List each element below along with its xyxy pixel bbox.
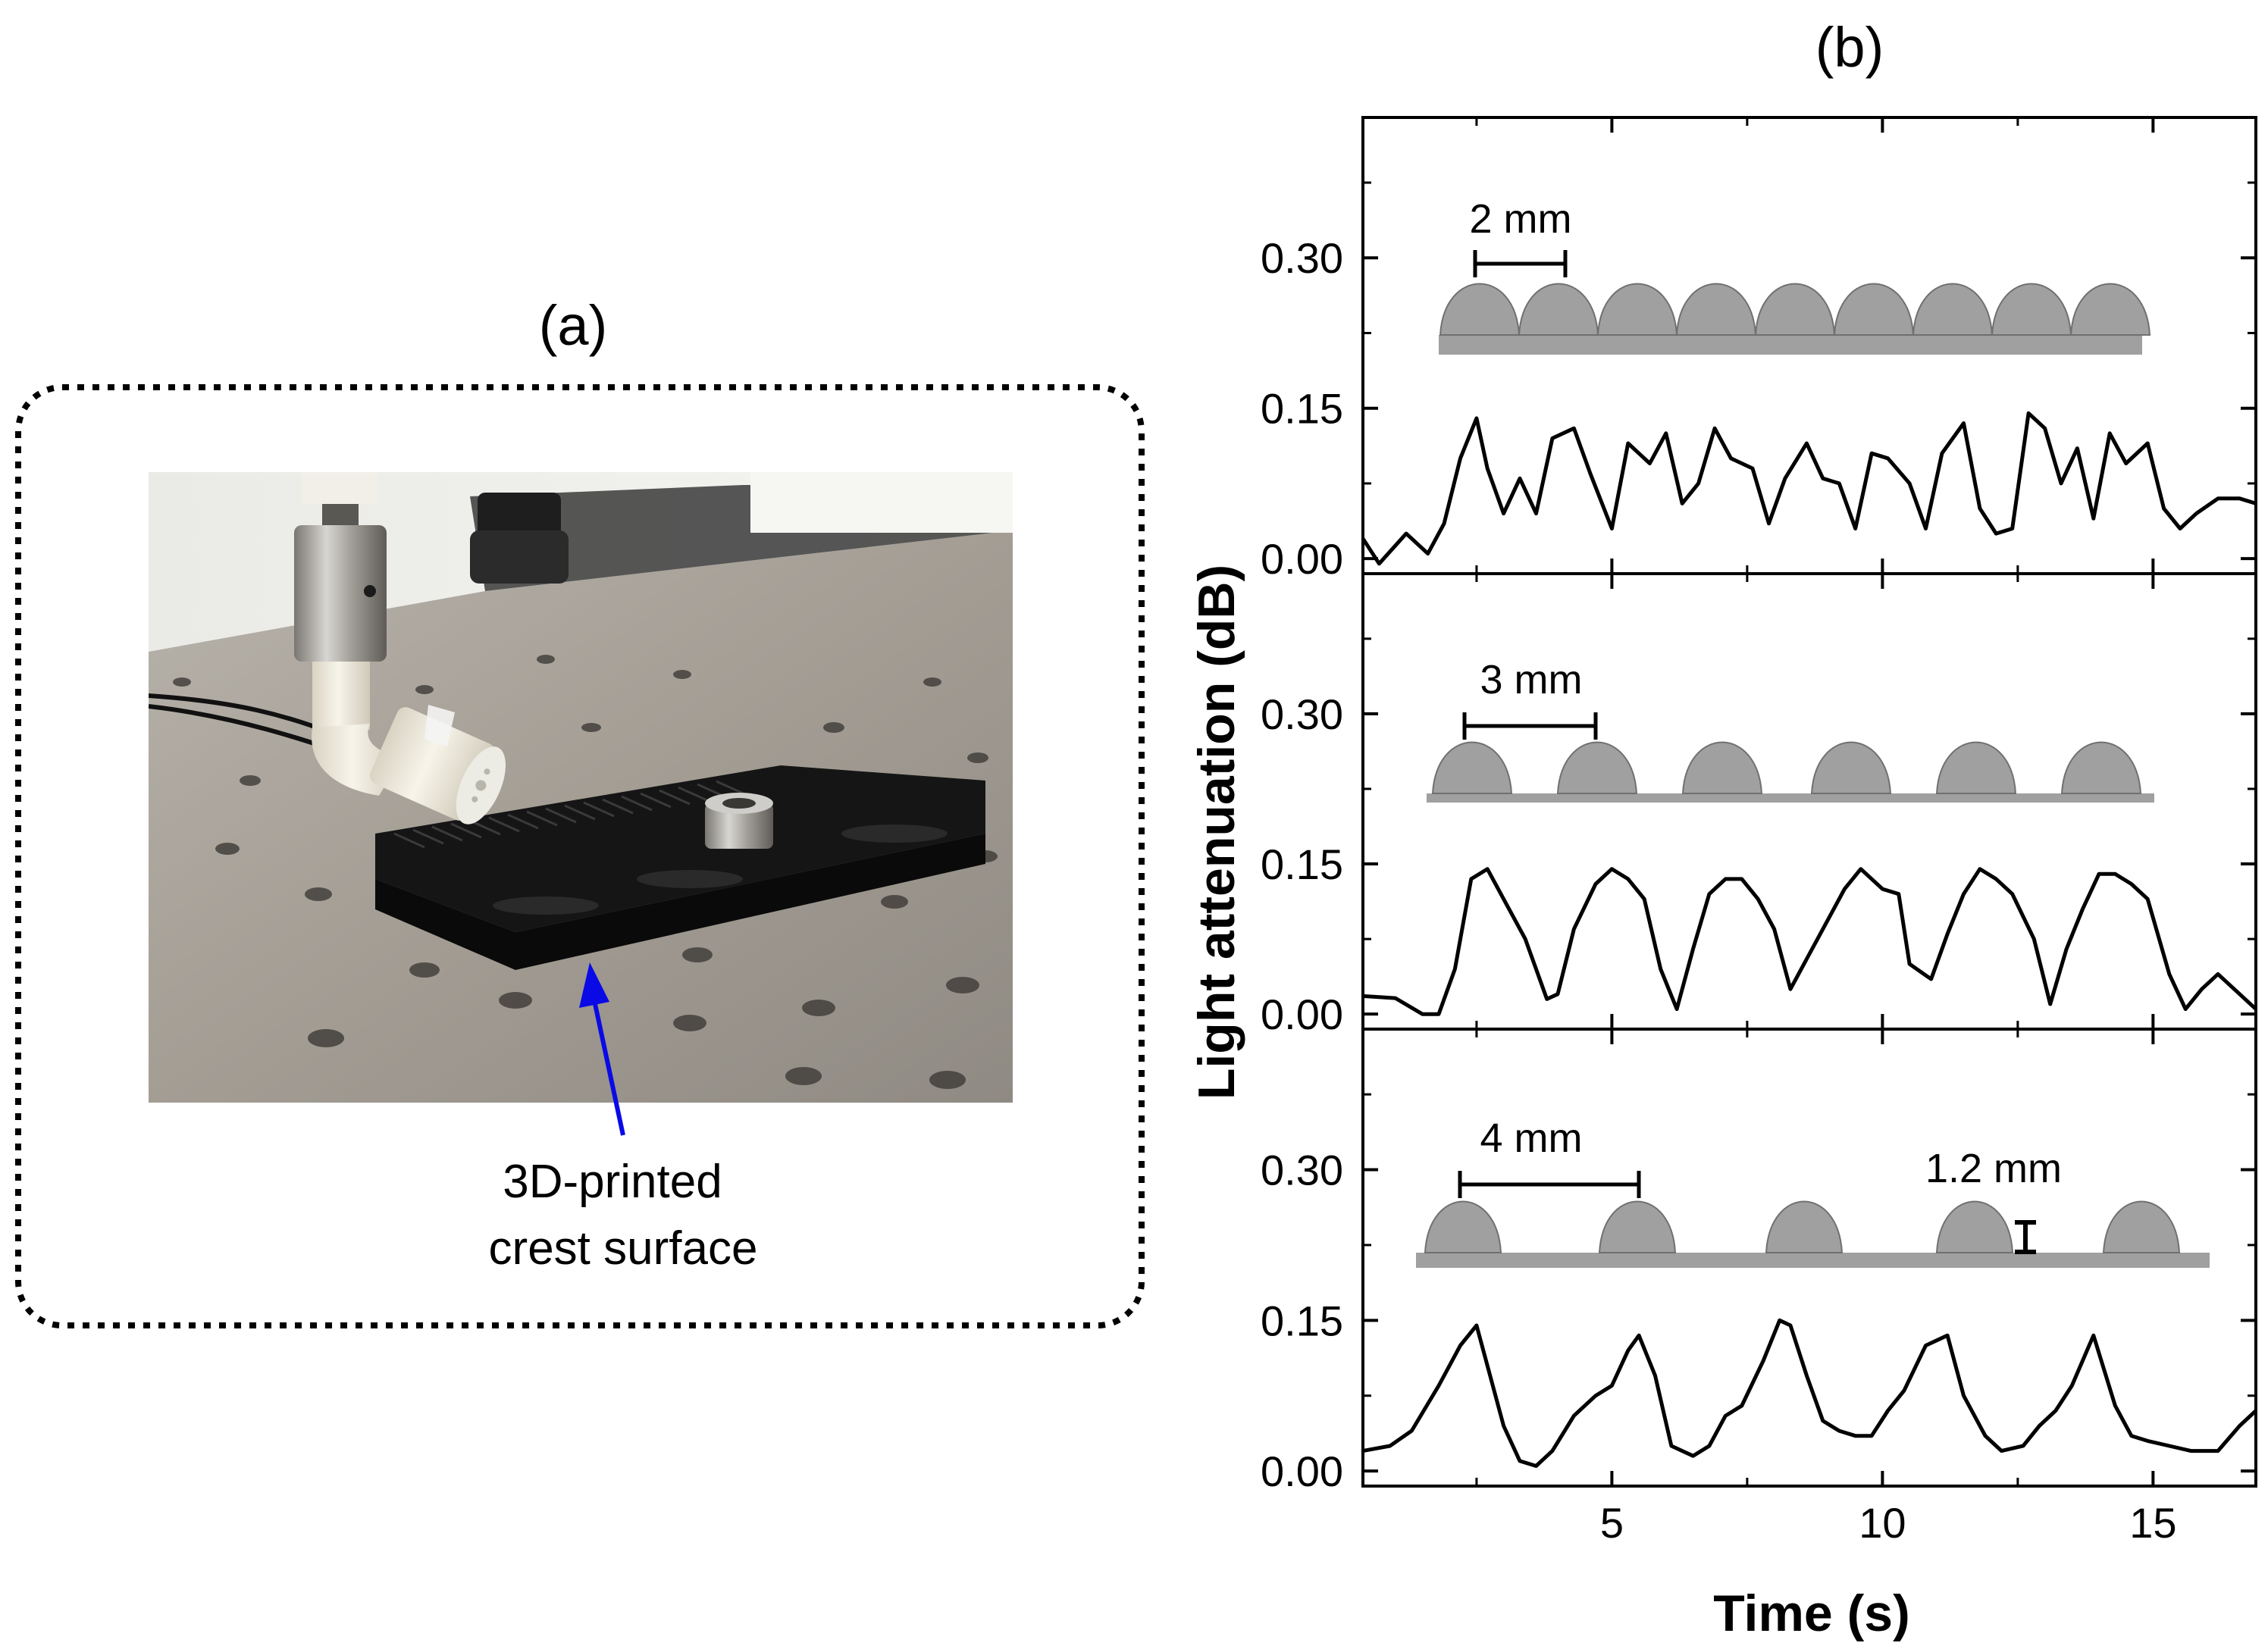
series-line [1362,867,2257,1016]
plot-area: 0.00 0.15 0.30 0.00 0.15 0.30 0.00 0.15 0.30 5 10 1… [1261,116,2257,1547]
panel-a-label: (a) [539,294,607,357]
crest-bump [1833,283,1915,336]
profile-2mm: 2 mm [1439,196,2151,355]
series-line [1361,411,2257,566]
annotation-label: 3 mm [1480,657,1583,702]
caption-line1: 3D-printed [503,1156,722,1208]
crest-bump [1991,283,2072,336]
x-tick-label: 5 [1600,1499,1624,1547]
subplot-frame [1361,116,2257,575]
crest-ridges [393,780,747,849]
subplot-1: 0.00 0.15 0.30 [1261,116,2257,583]
crest-bump [1935,741,2017,794]
crest-bump [2069,283,2151,336]
crest-bump [1424,1200,1502,1253]
x-tick-label: 15 [2129,1499,2176,1547]
photo-3d-printed-setup [149,472,1013,1103]
crest-bump [2060,741,2142,794]
profile-3mm: 3 mm [1427,657,2154,803]
subplot-3: 0.00 0.15 0.30 5 10 15 [1261,1028,2257,1547]
panel-b-label: (b) [1815,16,1884,79]
y-tick-label: 0.30 [1261,234,1343,282]
profile-base [1439,335,2142,355]
series-line [1362,1318,2257,1468]
profile-base [1427,793,2154,803]
crest-bump [1431,741,1513,794]
crest-bump [1675,283,1757,336]
crest-bump [1810,741,1892,794]
crest-bump [1598,1200,1677,1253]
y-tick-label: 0.15 [1261,840,1343,888]
profile-4mm: 4 mm 1.2 mm [1416,1116,2210,1268]
crest-bump [2102,1200,2181,1253]
y-tick-label: 0.15 [1261,1297,1343,1344]
panel-a: (a) [15,294,1145,1328]
y-tick-label: 0.00 [1261,990,1343,1038]
x-tick-label: 10 [1859,1499,1906,1547]
crest-bump [1596,283,1678,336]
crest-bump [1912,283,1994,336]
y-tick-label: 0.30 [1261,690,1343,738]
y-tick-label: 0.15 [1261,385,1343,433]
y-axis-label: Light attenuation (dB) [1188,565,1245,1100]
crest-bump [1754,283,1836,336]
caption-line2: crest surface [489,1222,758,1275]
y-tick-label: 0.30 [1261,1147,1343,1194]
crest-bump [1765,1200,1844,1253]
subplot-frame [1361,1028,2257,1488]
blue-arrow [579,962,625,1136]
crest-bump [1935,1200,2014,1253]
annotation-label: 1.2 mm [1925,1146,2062,1191]
crest-bump [1439,283,1521,336]
subplot-2: 0.00 0.15 0.30 [1261,572,2257,1038]
y-tick-label: 0.00 [1261,535,1343,583]
crest-bump [1556,741,1638,794]
subplot-frame [1361,572,2257,1031]
profile-base [1416,1253,2210,1268]
crest-bump [1518,283,1599,336]
annotation-label: 2 mm [1470,196,1572,242]
crest-profiles: 2 mm 3 mm 4 mm 1.2 mm [1416,196,2210,1268]
table-holes [173,648,998,1089]
dotted-frame [15,384,1145,1328]
annotation-label: 4 mm [1480,1116,1583,1161]
y-tick-label: 0.00 [1261,1447,1343,1495]
crest-bump [1681,741,1763,794]
x-axis-label: Time (s) [1713,1585,1909,1642]
